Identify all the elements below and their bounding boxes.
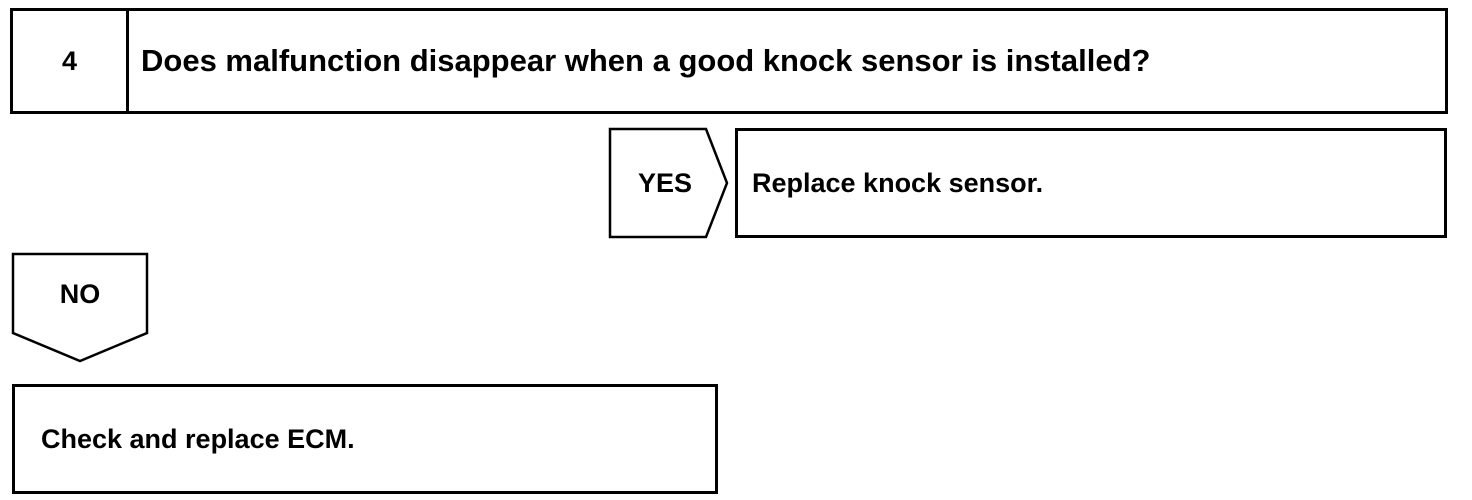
step-question: Does malfunction disappear when a good k… bbox=[141, 43, 1151, 78]
yes-result-box: Replace knock sensor. bbox=[735, 128, 1447, 238]
no-label: NO bbox=[59, 278, 101, 309]
step-number: 4 bbox=[13, 11, 129, 111]
no-result-box: Check and replace ECM. bbox=[12, 384, 718, 494]
yes-result-text: Replace knock sensor. bbox=[752, 167, 1044, 198]
yes-label: YES bbox=[637, 167, 693, 198]
no-result-text: Check and replace ECM. bbox=[41, 423, 355, 454]
step-box: 4 Does malfunction disappear when a good… bbox=[10, 8, 1448, 114]
